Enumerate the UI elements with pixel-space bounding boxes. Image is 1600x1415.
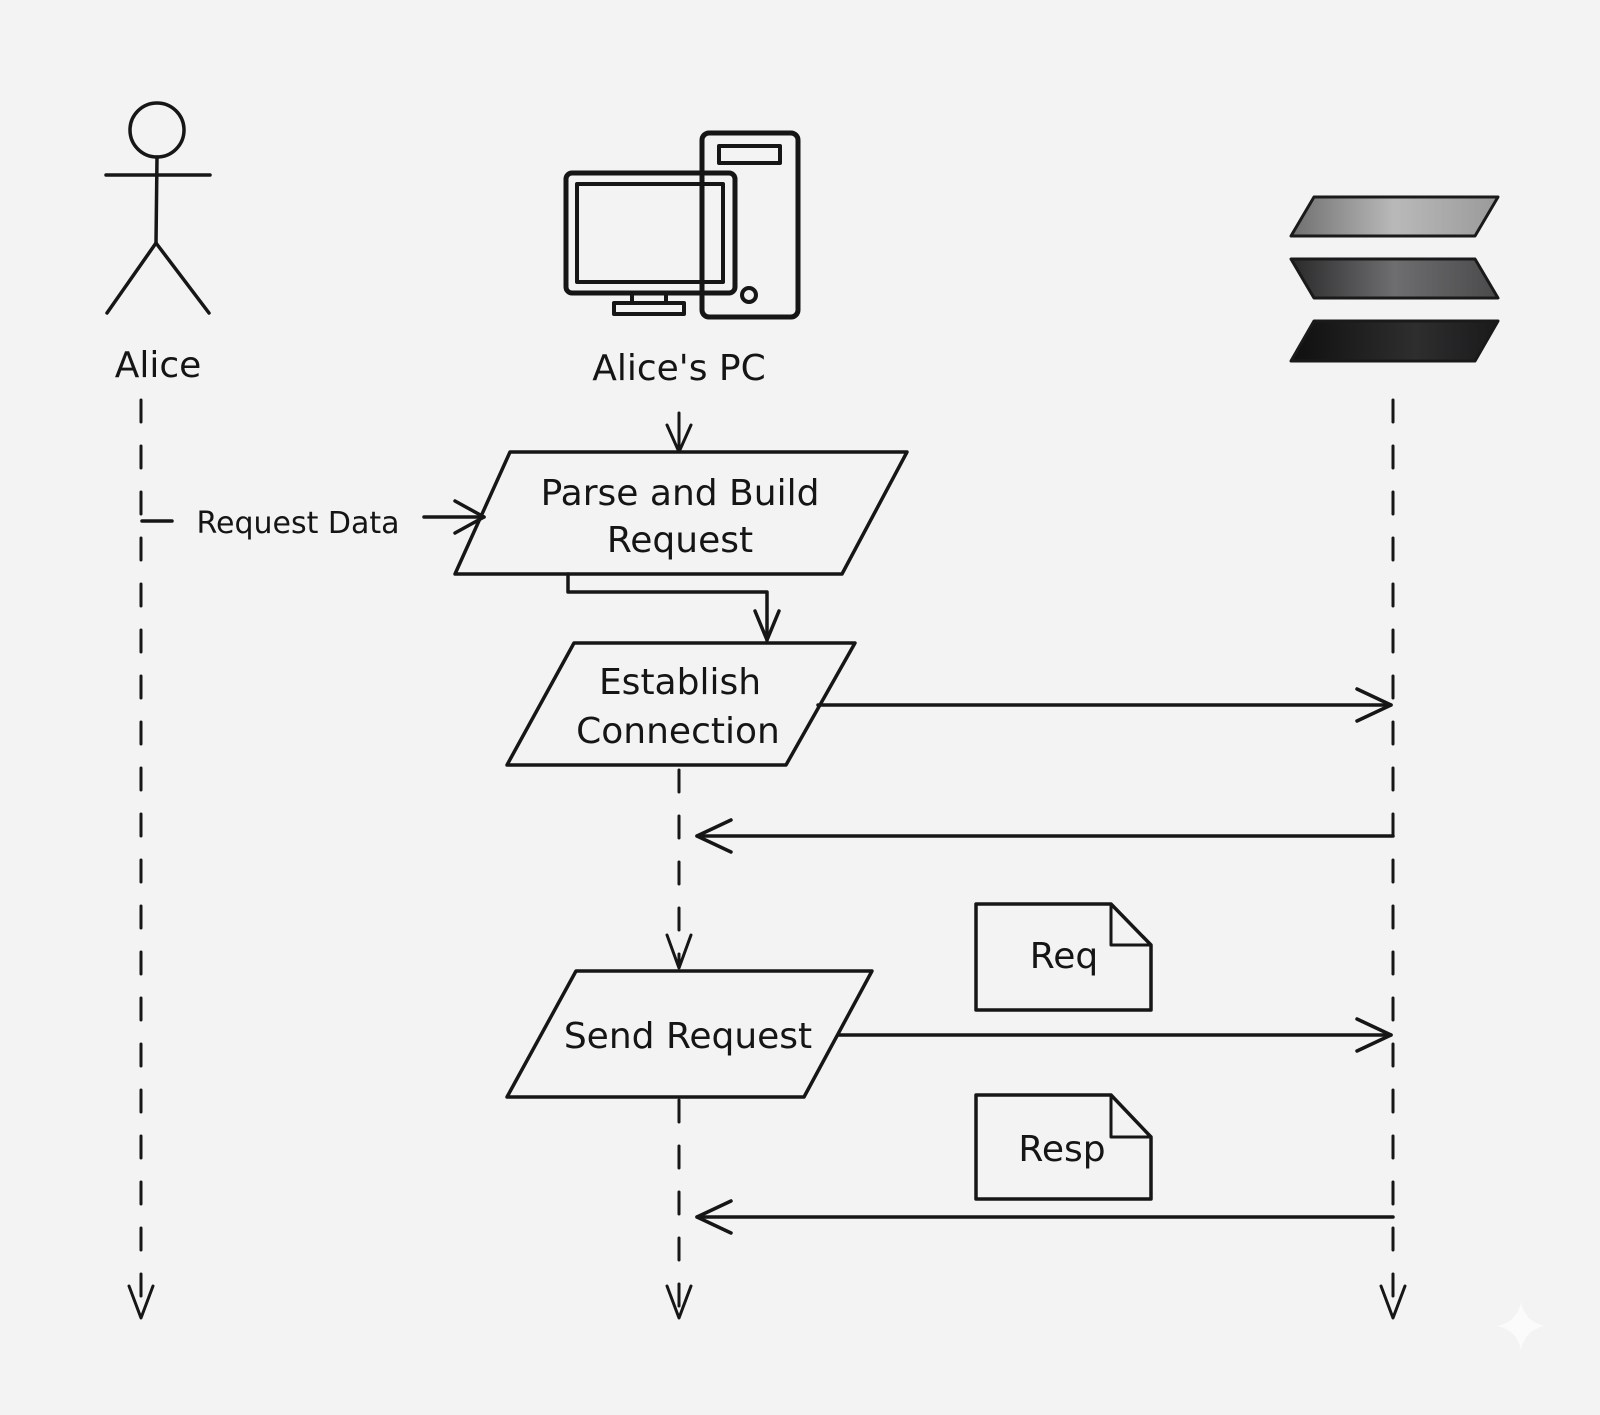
process-label-line-1: Parse and Build (541, 473, 820, 514)
lifeline-alice-arrowhead (127, 1284, 155, 1320)
process-send-request: Send Request (505, 969, 874, 1099)
sparkle-watermark-icon (1497, 1302, 1545, 1350)
message-response (695, 1199, 1395, 1235)
lifeline-server-arrowhead (1379, 1284, 1407, 1320)
message-connect-ack (695, 818, 1395, 854)
document-icon (974, 1093, 1153, 1201)
message-connect-request (816, 687, 1393, 723)
document-icon (974, 902, 1153, 1012)
message-label-request-data: Request Data (196, 506, 399, 541)
connector-parse-to-establish (566, 572, 781, 642)
process-label-line-2: Request (607, 520, 753, 561)
document-label-req: Req (1030, 936, 1098, 977)
stick-figure-icon (104, 101, 212, 315)
participant-alice: Alice (104, 101, 212, 386)
participant-label-alice: Alice (115, 345, 202, 386)
process-label-line-2: Connection (576, 711, 780, 752)
stacked-server-layers-icon (1289, 195, 1500, 363)
process-establish-connection: Establish Connection (505, 641, 857, 767)
document-resp: Resp (974, 1093, 1153, 1201)
participant-pc: Alice's PC (563, 130, 801, 389)
document-label-resp: Resp (1018, 1129, 1105, 1170)
lifeline-pc-arrowhead (665, 1284, 693, 1320)
message-request-data: Request Data (140, 499, 486, 541)
process-parse-build-request: Parse and Build Request (453, 450, 909, 576)
message-send-request (836, 1017, 1393, 1053)
desktop-computer-icon (563, 130, 801, 320)
process-label-line-1: Establish (599, 662, 761, 703)
lifelines (127, 398, 1407, 1320)
process-label: Send Request (564, 1016, 812, 1057)
document-req: Req (974, 902, 1153, 1012)
participant-label-pc: Alice's PC (592, 348, 766, 389)
lifeline-pc-mid-arrowhead (665, 933, 693, 970)
participant-server (1289, 195, 1500, 363)
